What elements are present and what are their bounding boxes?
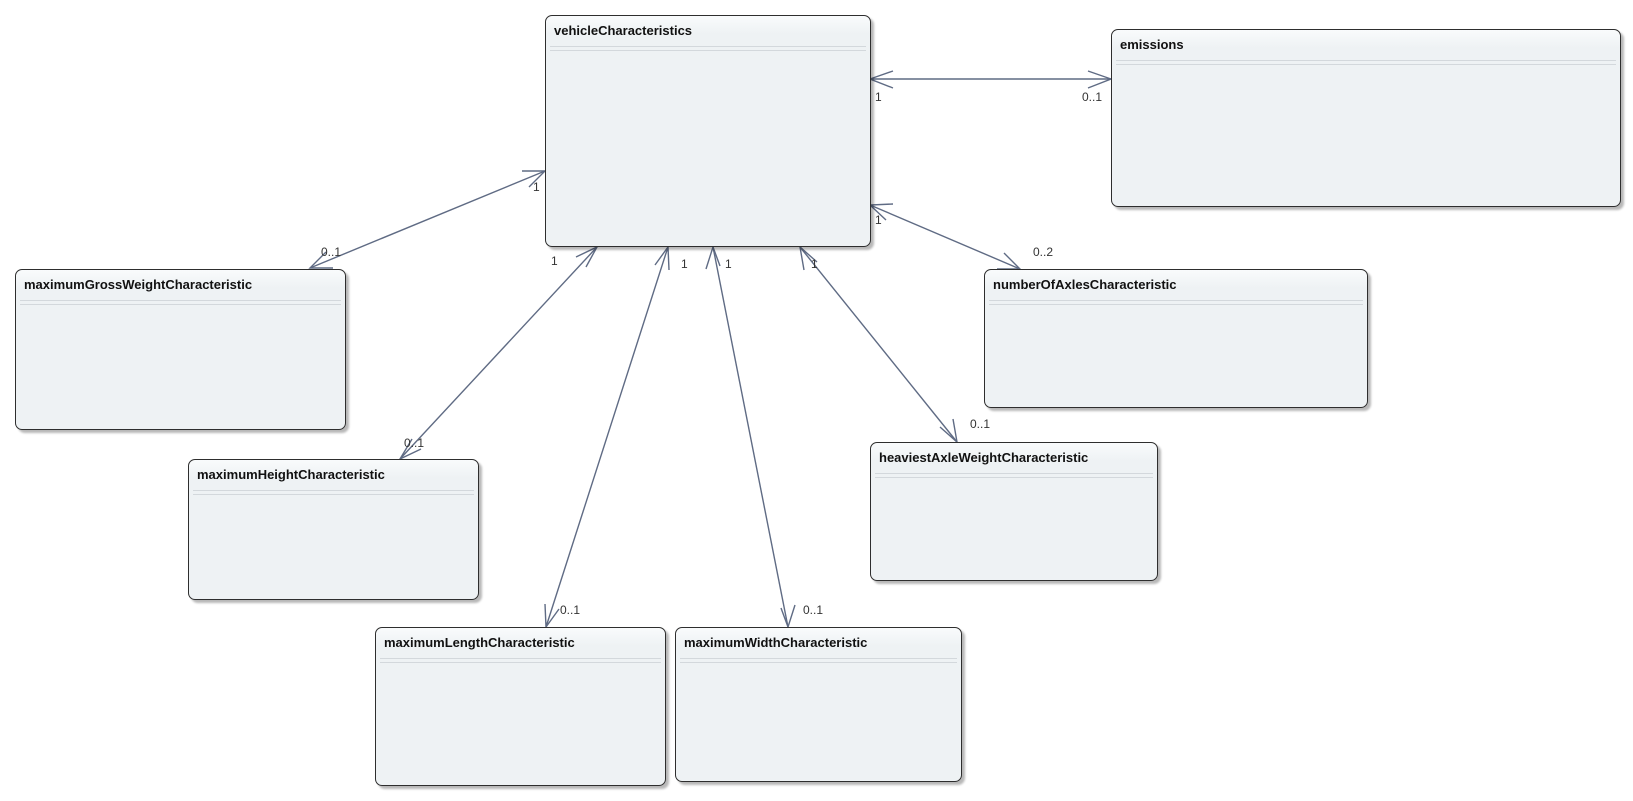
- class-title: maximumGrossWeightCharacteristic: [24, 277, 253, 292]
- association-maximum-gross-weight[interactable]: [308, 170, 547, 269]
- multiplicity-label: 0..2: [1033, 245, 1054, 259]
- class-title: maximumLengthCharacteristic: [384, 635, 575, 650]
- class-title: emissions: [1120, 37, 1184, 52]
- multiplicity-label: 0..1: [560, 603, 581, 617]
- multiplicity-label: 1: [551, 254, 558, 268]
- attribute-compartment-divider: [1116, 60, 1616, 61]
- attribute-compartment-divider: [193, 490, 474, 491]
- class-title: maximumHeightCharacteristic: [197, 467, 385, 482]
- class-maximum-gross-weight-characteristic[interactable]: maximumGrossWeightCharacteristic: [15, 269, 346, 430]
- operation-compartment-divider: [550, 50, 866, 51]
- class-maximum-height-characteristic[interactable]: maximumHeightCharacteristic: [188, 459, 479, 600]
- class-title: heaviestAxleWeightCharacteristic: [879, 450, 1089, 465]
- class-title: vehicleCharacteristics: [554, 23, 693, 38]
- class-vehicle-characteristics[interactable]: vehicleCharacteristics: [545, 15, 871, 247]
- association-maximum-length[interactable]: [544, 244, 670, 630]
- operation-compartment-divider: [1116, 64, 1616, 65]
- multiplicity-label: 1: [533, 180, 540, 194]
- class-number-of-axles-characteristic[interactable]: numberOfAxlesCharacteristic: [984, 269, 1368, 408]
- class-maximum-width-characteristic[interactable]: maximumWidthCharacteristic: [675, 627, 962, 782]
- attribute-compartment-divider: [380, 658, 661, 659]
- class-title: numberOfAxlesCharacteristic: [993, 277, 1177, 292]
- multiplicity-label: 0..1: [1082, 90, 1103, 104]
- class-title: maximumWidthCharacteristic: [684, 635, 868, 650]
- attribute-compartment-divider: [20, 300, 341, 301]
- association-emissions[interactable]: [867, 70, 1114, 89]
- multiplicity-label: 0..1: [321, 245, 342, 259]
- multiplicity-label: 0..1: [404, 436, 425, 450]
- class-emissions[interactable]: emissions: [1111, 29, 1621, 207]
- operation-compartment-divider: [193, 494, 474, 495]
- multiplicity-label: 1: [681, 257, 688, 271]
- multiplicity-label: 1: [725, 257, 732, 271]
- multiplicity-label: 0..1: [970, 417, 991, 431]
- operation-compartment-divider: [989, 304, 1363, 305]
- operation-compartment-divider: [875, 477, 1153, 478]
- multiplicity-label: 1: [875, 213, 882, 227]
- multiplicity-label: 0..1: [803, 603, 824, 617]
- attribute-compartment-divider: [680, 658, 957, 659]
- class-maximum-length-characteristic[interactable]: maximumLengthCharacteristic: [375, 627, 666, 786]
- multiplicity-label: 1: [811, 257, 818, 271]
- association-maximum-width[interactable]: [705, 244, 796, 630]
- attribute-compartment-divider: [989, 300, 1363, 301]
- attribute-compartment-divider: [875, 473, 1153, 474]
- operation-compartment-divider: [380, 662, 661, 663]
- association-heaviest-axle-weight[interactable]: [798, 245, 959, 444]
- association-maximum-height[interactable]: [398, 245, 599, 461]
- operation-compartment-divider: [680, 662, 957, 663]
- class-heaviest-axle-weight-characteristic[interactable]: heaviestAxleWeightCharacteristic: [870, 442, 1158, 581]
- attribute-compartment-divider: [550, 46, 866, 47]
- multiplicity-label: 1: [875, 90, 882, 104]
- association-number-of-axles[interactable]: [868, 203, 1022, 270]
- operation-compartment-divider: [20, 304, 341, 305]
